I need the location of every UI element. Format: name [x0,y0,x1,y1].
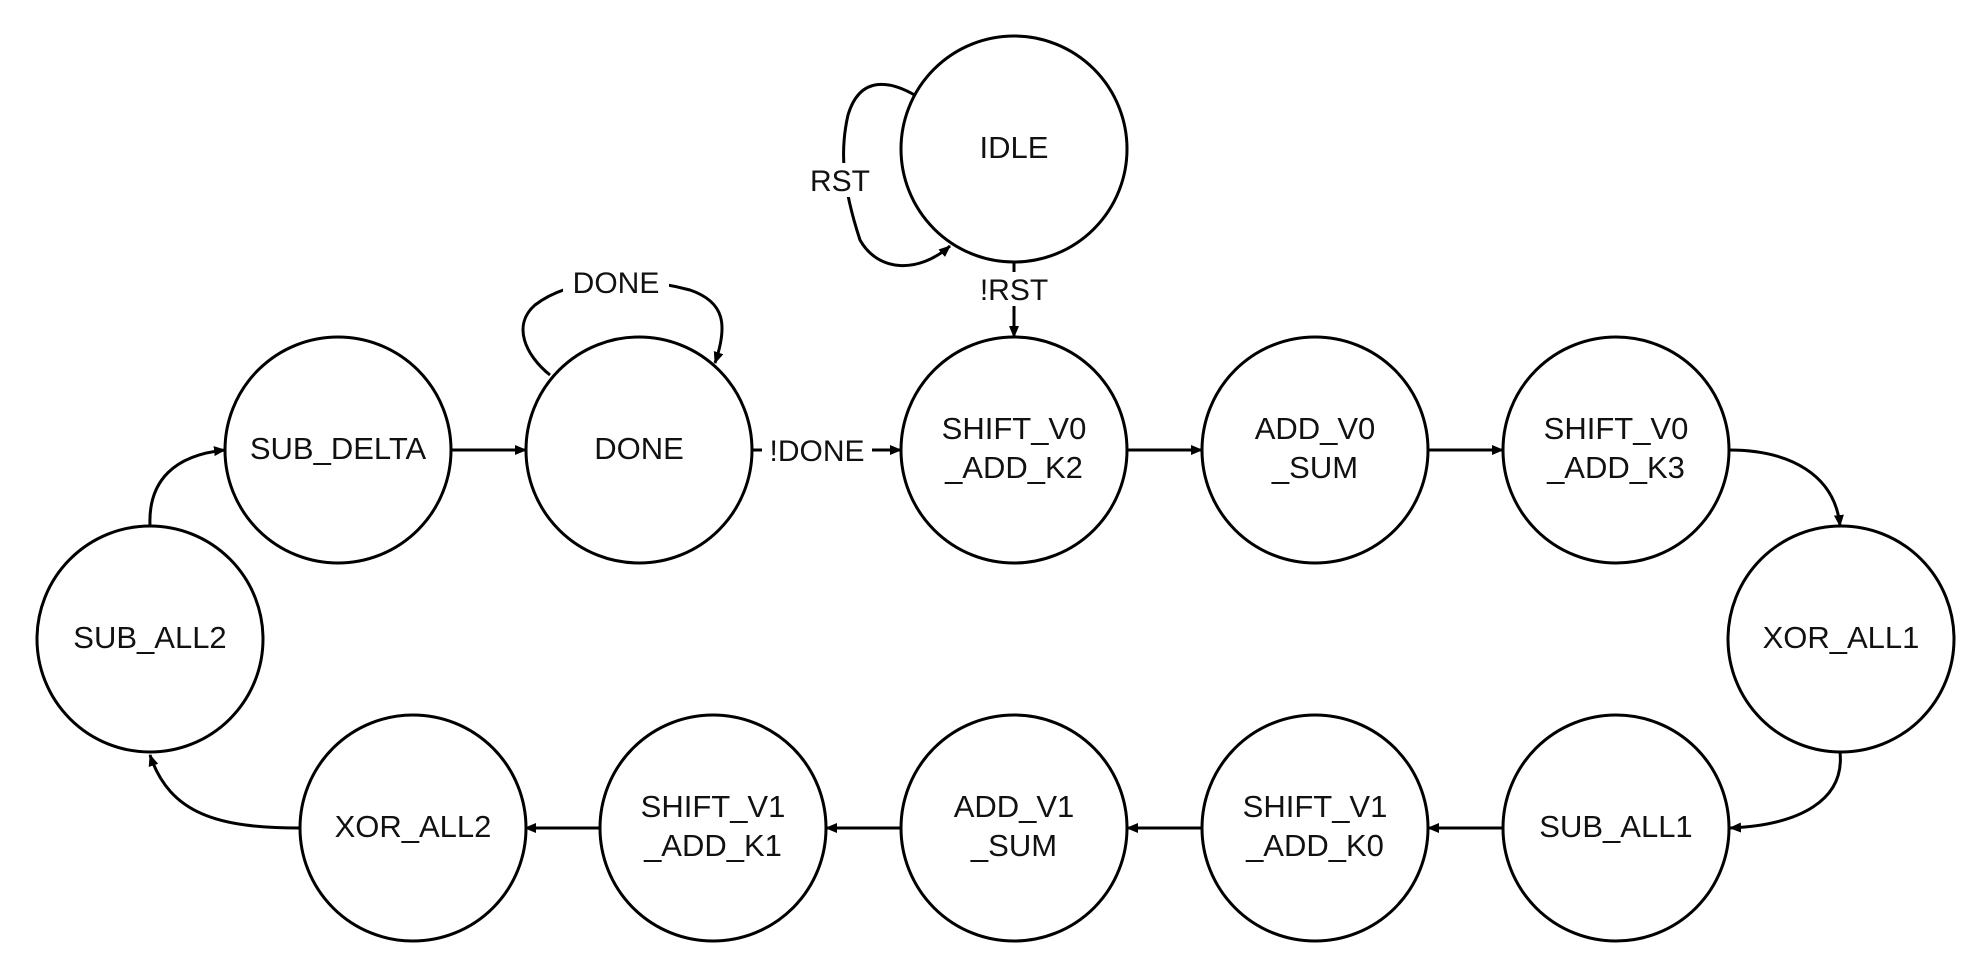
transition-label-not-done: !DONE [769,435,864,468]
state-label-line1: SHIFT_V1 [641,789,786,824]
transition-label-rst: RST [810,165,870,198]
state-label: SUB_ALL1 [1539,809,1692,844]
state-xor-all2: XOR_ALL2 [298,713,528,943]
state-label-line1: SHIFT_V1 [1243,789,1388,824]
state-sub-all2: SUB_ALL2 [35,524,265,754]
state-xor-all1: XOR_ALL1 [1726,524,1956,754]
state-sub-all1: SUB_ALL1 [1501,713,1731,943]
state-label: XOR_ALL1 [1763,620,1920,655]
state-label-line1: SHIFT_V0 [942,411,1087,446]
state-shift-v1-add-k0: SHIFT_V1 _ADD_K0 [1200,713,1430,943]
transition-shift-v0-add-k3-to-xor-all1 [1728,448,1844,527]
transition-labels: RST !RST DONE !DONE [563,163,1056,468]
state-label: SUB_ALL2 [73,620,226,655]
state-label-line2: _SUM [970,828,1057,863]
state-label-line2: _ADD_K0 [1245,828,1384,863]
state-add-v1-sum: ADD_V1 _SUM [899,713,1129,943]
state-label-line2: _SUM [1271,450,1358,485]
state-label-line1: SHIFT_V0 [1544,411,1689,446]
state-label-line2: _ADD_K3 [1546,450,1685,485]
state-label-line1: ADD_V1 [954,789,1075,824]
transition-xor-all2-to-sub-all2 [148,754,301,830]
state-label: IDLE [980,130,1049,165]
state-label: XOR_ALL2 [335,809,492,844]
state-label: SUB_DELTA [250,431,427,466]
transition-xor-all1-to-sub-all1 [1729,751,1842,833]
state-label: DONE [594,431,684,466]
state-label-line2: _ADD_K2 [944,450,1083,485]
state-label-line1: ADD_V0 [1255,411,1376,446]
state-shift-v1-add-k1: SHIFT_V1 _ADD_K1 [598,713,828,943]
state-add-v0-sum: ADD_V0 _SUM [1200,335,1430,565]
state-shift-v0-add-k3: SHIFT_V0 _ADD_K3 [1501,335,1731,565]
state-done: DONE [524,335,754,565]
transition-label-done: DONE [573,267,660,300]
transition-label-not-rst: !RST [980,274,1048,307]
state-sub-delta: SUB_DELTA [223,335,453,565]
state-shift-v0-add-k2: SHIFT_V0 _ADD_K2 [899,335,1129,565]
states: IDLE SUB_DELTA DONE SHIFT_V0 _ADD_K2 ADD… [35,34,1956,943]
state-label-line2: _ADD_K1 [643,828,782,863]
transition-sub-all2-to-sub-delta [148,446,226,527]
state-idle: IDLE [899,34,1129,264]
